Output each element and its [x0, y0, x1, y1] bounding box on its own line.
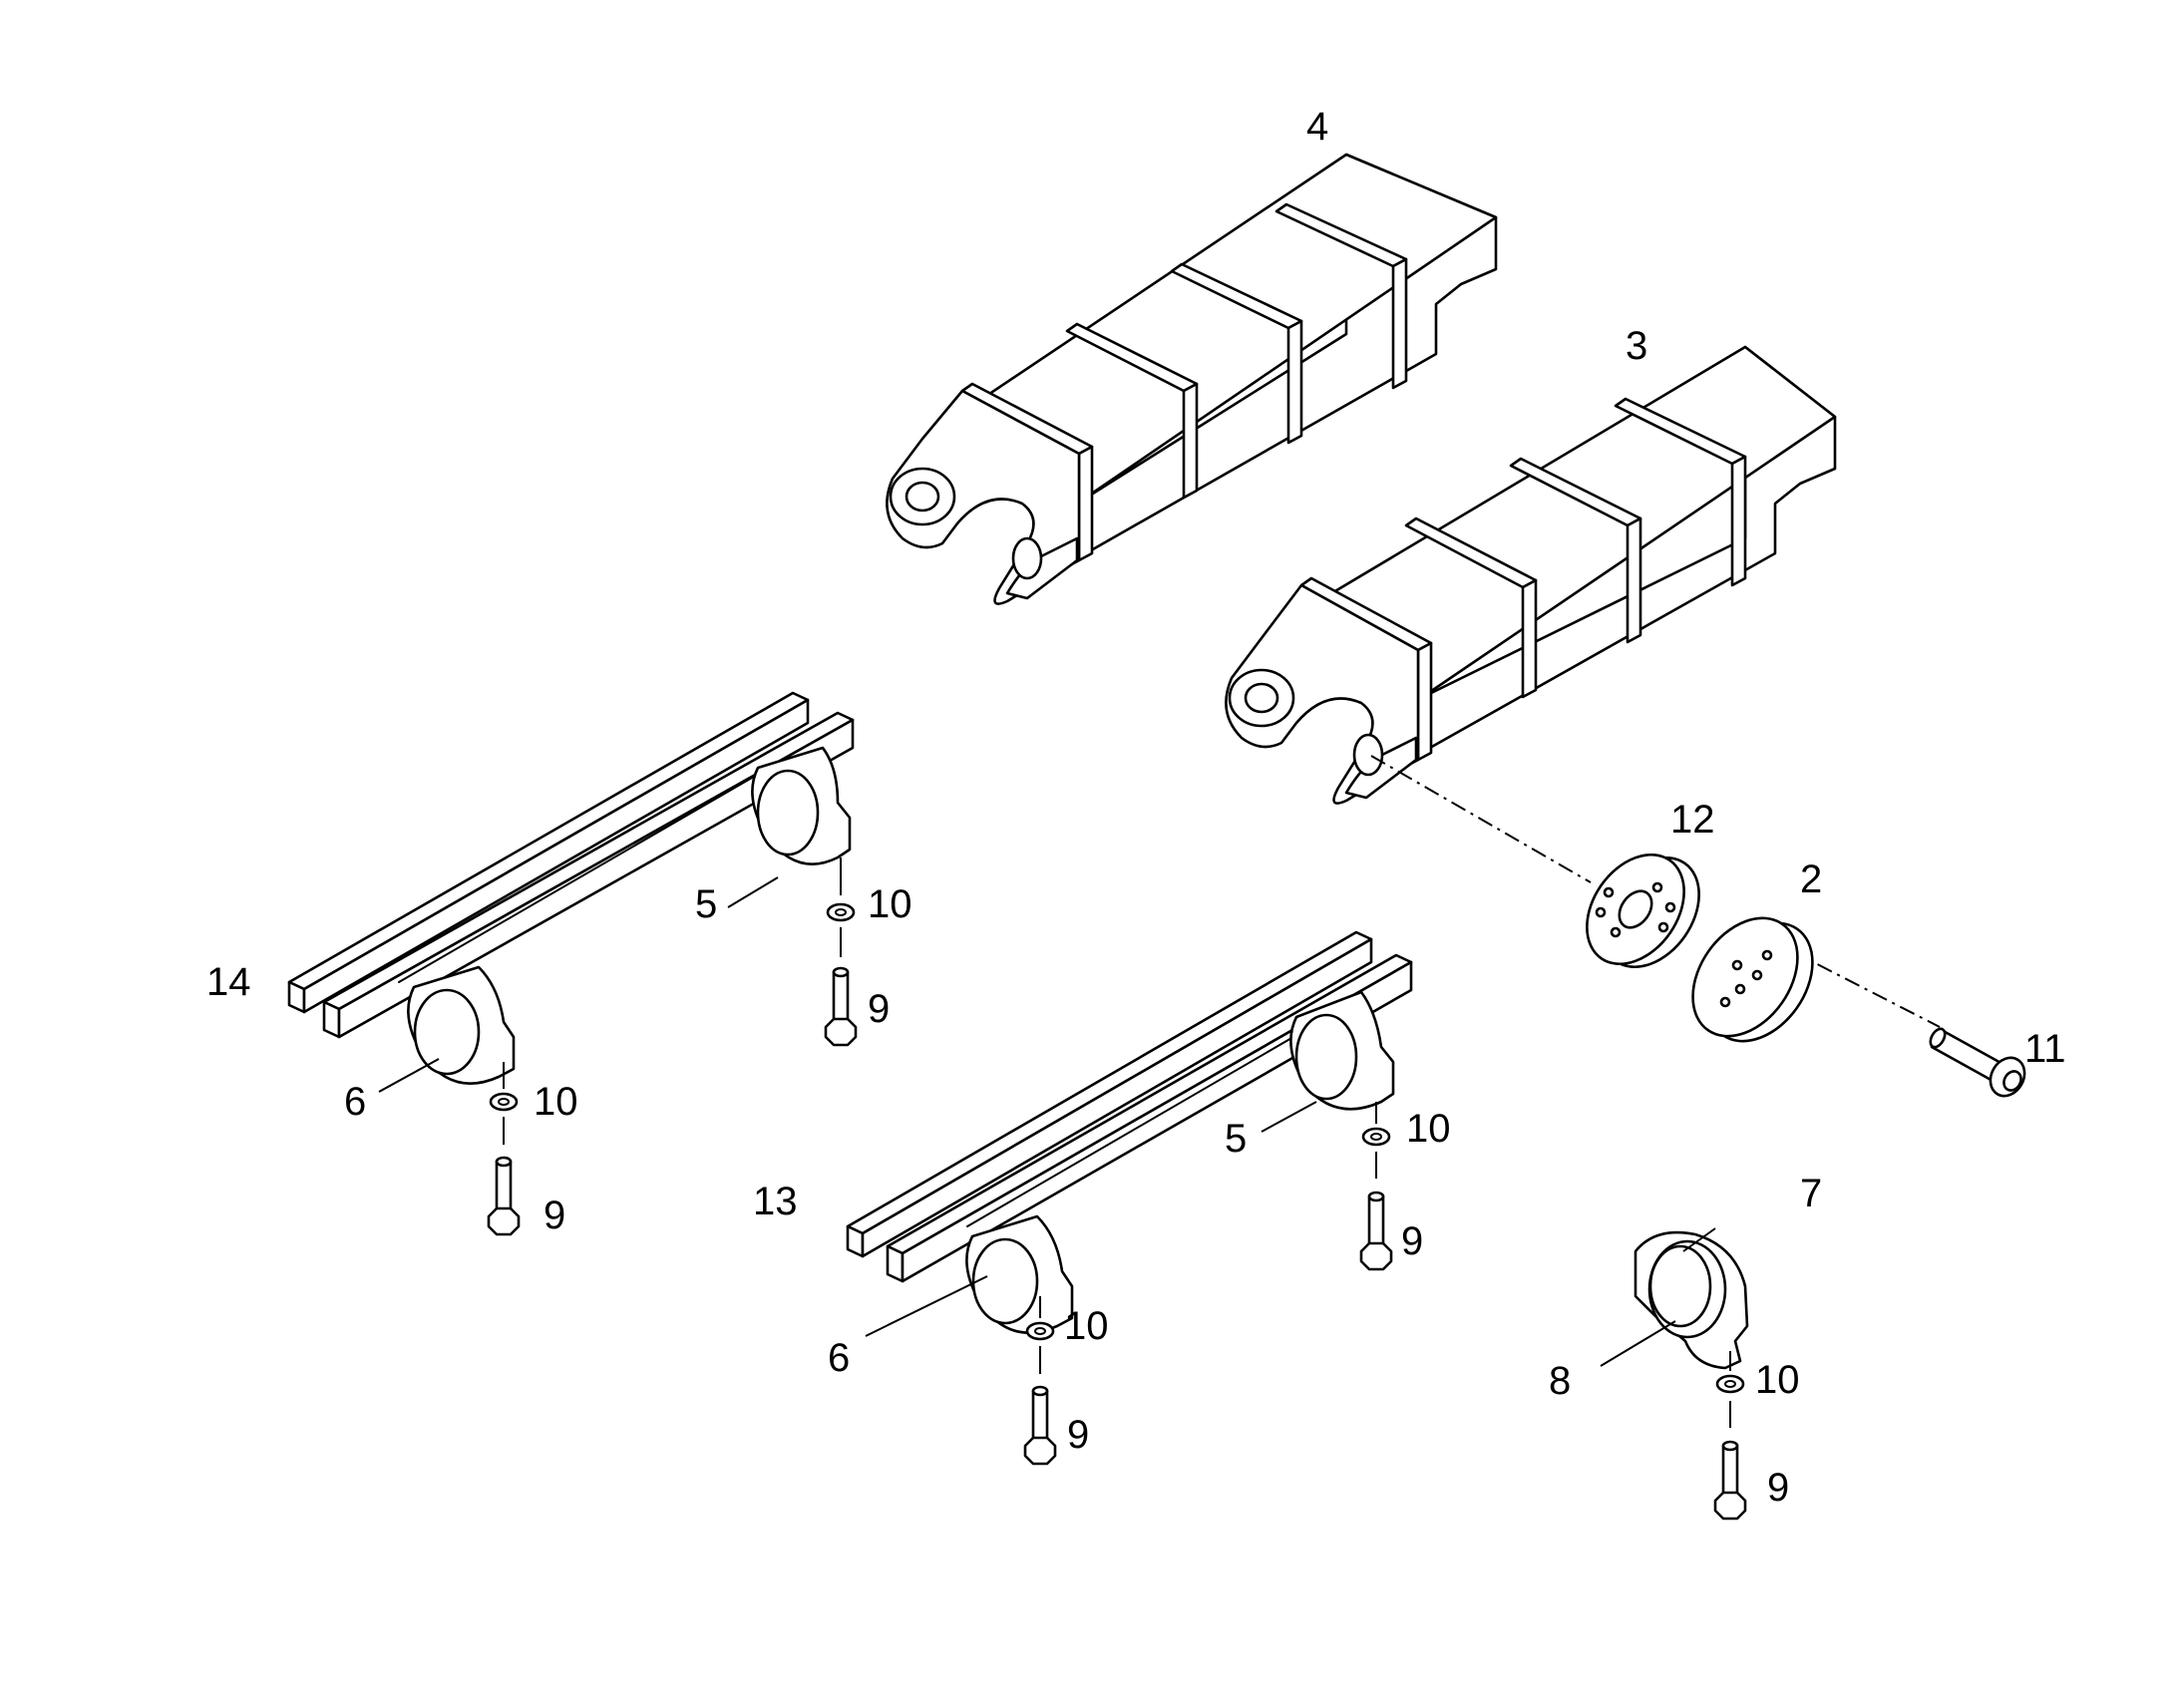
callout-9-c: 9 — [1067, 1413, 1089, 1457]
washers-and-bolts — [487, 857, 1747, 1521]
callout-9-a: 9 — [868, 987, 890, 1031]
cap-disc-part-2 — [1691, 916, 1814, 1043]
callout-9-d: 9 — [1401, 1219, 1423, 1263]
callout-9-e: 9 — [1767, 1466, 1789, 1510]
callout-6-center: 6 — [828, 1336, 850, 1380]
callout-12: 12 — [1670, 798, 1715, 842]
callout-5-left: 5 — [695, 882, 717, 926]
bolt-icon — [832, 970, 850, 1024]
callout-10-a: 10 — [868, 882, 912, 926]
arm-part-4 — [886, 153, 1498, 605]
bolt-icon — [1367, 1195, 1385, 1248]
callout-10-b: 10 — [534, 1080, 578, 1124]
callout-labels: 4 3 12 2 11 5 10 9 14 6 10 9 5 10 9 13 6… — [206, 105, 2066, 1510]
flange-disc-part-12 — [1586, 853, 1700, 969]
callout-3: 3 — [1626, 324, 1647, 368]
assembly-centerline — [1370, 755, 1592, 883]
callout-10-e: 10 — [1755, 1358, 1800, 1402]
callout-4: 4 — [1306, 105, 1328, 149]
callout-2: 2 — [1800, 857, 1822, 901]
callout-8: 8 — [1549, 1359, 1571, 1403]
callout-10-d: 10 — [1406, 1107, 1451, 1151]
leader-lines — [378, 876, 1716, 1367]
callout-11: 11 — [2024, 1027, 2066, 1071]
callout-7: 7 — [1800, 1172, 1822, 1215]
bolt-icon — [1721, 1444, 1739, 1498]
bolt-icon — [495, 1160, 513, 1213]
callout-14: 14 — [206, 960, 251, 1004]
callout-13: 13 — [753, 1180, 798, 1223]
callout-6-left: 6 — [344, 1080, 366, 1124]
cap-screw-part-11 — [1929, 1027, 2026, 1098]
callout-10-c: 10 — [1064, 1304, 1109, 1348]
rail-assembly-part-13 — [846, 930, 1413, 1334]
callout-9-b: 9 — [544, 1194, 565, 1237]
arm-part-3 — [1225, 345, 1837, 805]
callout-5-center: 5 — [1225, 1117, 1247, 1161]
assembly-centerline-2 — [1789, 949, 1941, 1028]
rail-assembly-part-14 — [287, 691, 855, 1085]
bolt-icon — [1031, 1389, 1049, 1443]
clamp-parts-7-8 — [1634, 1230, 1749, 1370]
